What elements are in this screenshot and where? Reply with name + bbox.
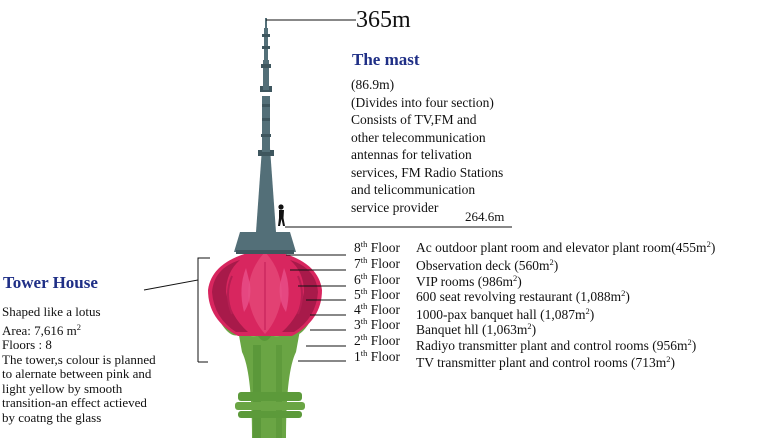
floor-desc-text: Banquet hll (1,063m: [416, 322, 528, 337]
mast-line: Consists of TV,FM and: [351, 112, 477, 127]
floor-ordinal: th: [360, 271, 368, 281]
floor-word: Floor: [370, 349, 401, 364]
floor-label-1: 1th Floor: [354, 349, 400, 364]
floor-desc-3: Banquet hll (1,063m2): [416, 322, 536, 337]
floor-ordinal: th: [360, 332, 368, 342]
tower-stem: [235, 330, 305, 438]
floor-number: 1: [354, 349, 361, 364]
floor-desc-sup: 2: [621, 288, 626, 298]
floor-desc-5: 600 seat revolving restaurant (1,088m2): [416, 289, 630, 304]
floor-ordinal: th: [360, 301, 368, 311]
floor-word: Floor: [370, 272, 401, 287]
floor-desc-sup: 2: [527, 321, 532, 331]
floor-word: Floor: [370, 302, 401, 317]
floor-word: Floor: [370, 240, 401, 255]
floor-word: Floor: [370, 287, 401, 302]
floor-ordinal: th: [360, 255, 368, 265]
top-height-label: 365m: [356, 7, 411, 33]
tower-mast: [256, 18, 276, 232]
floor-word: Floor: [370, 256, 401, 271]
mast-description: (86.9m) (Divides into four section) Cons…: [351, 76, 551, 216]
floor-desc-end: ): [517, 274, 522, 289]
floor-desc-text: 600 seat revolving restaurant (1,088m: [416, 289, 622, 304]
mast-line: antennas for telivation: [351, 147, 472, 162]
floor-desc-text: Radiyo transmitter plant and control roo…: [416, 338, 688, 353]
floor-desc-8: Ac outdoor plant room and elevator plant…: [416, 240, 715, 255]
house-line: Shaped like a lotus: [2, 304, 101, 319]
floor-desc-end: ): [589, 307, 595, 322]
house-line: by coatng the glass: [2, 409, 102, 425]
floor-label-5: 5th Floor: [354, 287, 400, 302]
floor-desc-end: ): [625, 289, 630, 304]
floor-desc-7: Observation deck (560m2): [416, 258, 558, 273]
floor-desc-sup: 2: [706, 239, 711, 249]
floor-ordinal: th: [360, 348, 368, 358]
floor-label-2: 2th Floor: [354, 333, 400, 348]
floor-number: 8: [354, 240, 361, 255]
floor-label-6: 6th Floor: [354, 272, 400, 287]
leader-lines: [143, 19, 512, 363]
floor-desc-2: Radiyo transmitter plant and control roo…: [416, 338, 696, 353]
floor-desc-end: ): [553, 258, 559, 273]
mast-line: service provider: [351, 199, 439, 215]
mast-line: (86.9m): [351, 77, 395, 92]
floor-label-7: 7th Floor: [354, 256, 400, 271]
floor-label-8: 8th Floor: [354, 240, 400, 255]
upper-platform: [234, 232, 296, 254]
floor-number: 6: [354, 272, 361, 287]
mid-height-label: 264.6m: [465, 209, 505, 224]
floor-desc-text: Ac outdoor plant room and elevator plant…: [416, 240, 707, 255]
floor-ordinal: th: [360, 316, 368, 326]
floor-desc-text: 1000-pax banquet hall (1,087m: [416, 307, 586, 322]
floor-desc-text: VIP rooms (986m: [416, 274, 513, 289]
mast-line: (Divides into four section): [351, 94, 494, 110]
floor-desc-text: TV transmitter plant and control rooms (…: [416, 355, 667, 370]
lotus-bud: [208, 249, 322, 336]
mast-line: services, FM Radio Stations: [351, 164, 504, 180]
mast-line: and telicommunication: [351, 182, 476, 197]
floor-desc-4: 1000-pax banquet hall (1,087m2): [416, 307, 594, 322]
floor-desc-text: Observation deck (560m: [416, 258, 550, 273]
floor-number: 4: [354, 302, 361, 317]
floor-word: Floor: [370, 333, 401, 348]
house-line: light yellow by smooth: [2, 380, 123, 396]
person-silhouette-icon: [278, 204, 285, 226]
floor-ordinal: th: [360, 239, 368, 249]
house-line: Floors : 8: [2, 337, 52, 352]
floor-number: 5: [354, 287, 361, 302]
floor-desc-end: ): [531, 322, 537, 337]
floor-desc-1: TV transmitter plant and control rooms (…: [416, 355, 675, 370]
mast-line: other telecommunication: [351, 129, 486, 145]
tower-house-title: Tower House: [3, 273, 98, 292]
area-superscript: 2: [76, 321, 81, 332]
floor-ordinal: th: [360, 286, 368, 296]
floor-label-4: 4th Floor: [354, 302, 400, 317]
floor-number: 7: [354, 256, 361, 271]
tower-house-description: Shaped like a lotus Area: 7,616 m2 Floor…: [2, 304, 156, 425]
floor-number: 3: [354, 317, 361, 332]
mast-title: The mast: [352, 50, 420, 69]
floor-desc-6: VIP rooms (986m2): [416, 274, 522, 289]
house-area-line: Area: 7,616 m2: [2, 320, 156, 339]
floor-desc-sup: 2: [549, 257, 554, 267]
tower-house-arrow: [143, 257, 210, 291]
floor-desc-end: ): [710, 240, 716, 255]
floor-number: 2: [354, 333, 361, 348]
floor-desc-sup: 2: [513, 273, 518, 283]
house-line: to alernate between pink and: [2, 366, 152, 381]
floor-label-3: 3th Floor: [354, 317, 400, 332]
house-line: The tower,s colour is planned: [2, 351, 156, 367]
floor-desc-sup: 2: [687, 337, 692, 347]
floor-word: Floor: [370, 317, 401, 332]
house-area-text: Area: 7,616 m: [2, 322, 77, 338]
floor-desc-end: ): [670, 355, 675, 370]
floor-desc-sup: 2: [585, 306, 590, 316]
floor-desc-sup: 2: [666, 354, 671, 364]
floor-desc-end: ): [691, 338, 697, 353]
house-line: transition-an effect actieved: [2, 395, 147, 410]
